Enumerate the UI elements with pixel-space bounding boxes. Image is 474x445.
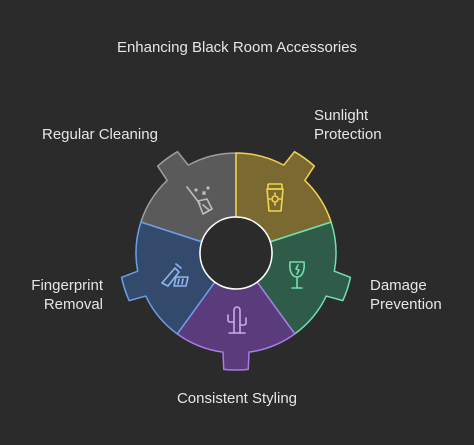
cactus-icon — [227, 306, 247, 334]
cleaning-cloth-icon — [161, 263, 189, 287]
label-consistent-styling: Consistent Styling — [176, 390, 298, 407]
gear-sectors — [120, 150, 352, 371]
gear-hub — [199, 216, 273, 290]
sunscreen-bottle-icon — [266, 183, 284, 212]
label-damage-prevention: Damage Prevention — [370, 277, 442, 313]
wine-glass-icon — [289, 261, 305, 289]
diagram-title: Enhancing Black Room Accessories — [116, 39, 358, 56]
label-regular-cleaning: Regular Cleaning — [42, 126, 158, 143]
label-sunlight-protection: Sunlight Protection — [314, 107, 382, 143]
label-fingerprint-removal: Fingerprint Removal — [31, 277, 103, 313]
broom-icon — [186, 186, 213, 215]
